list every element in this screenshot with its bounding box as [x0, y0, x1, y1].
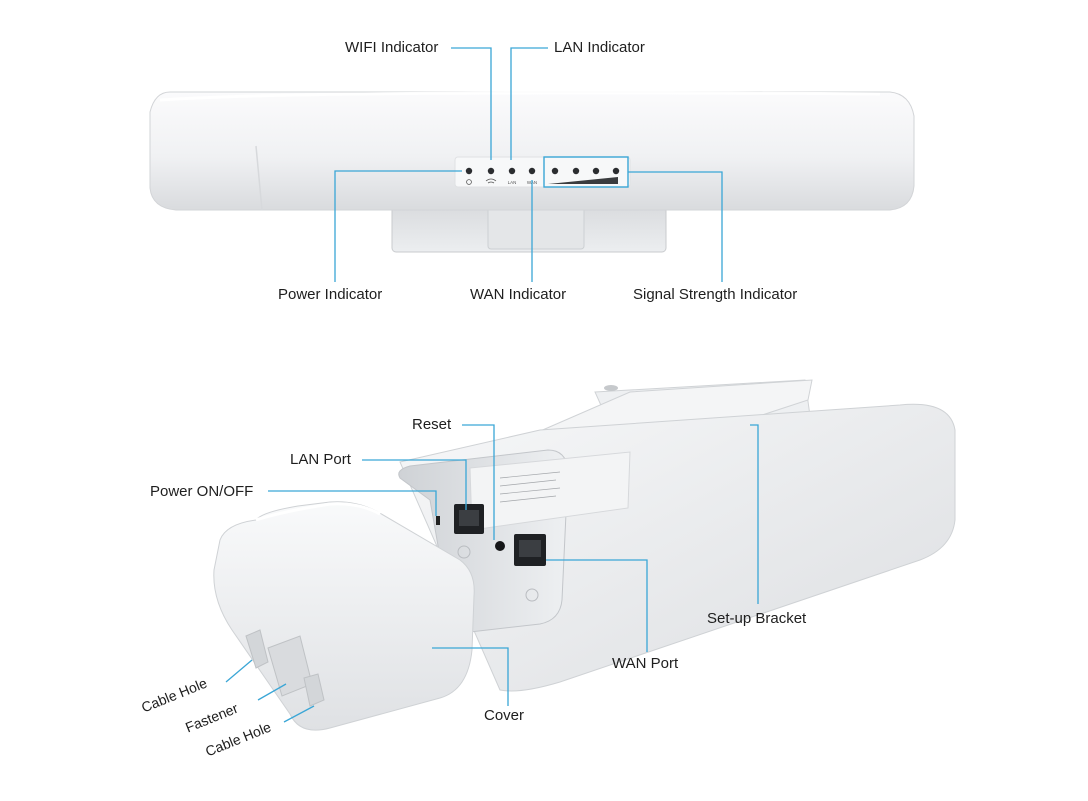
bottom-leader-lines [225, 424, 759, 723]
cable-hole-1-shape [245, 629, 269, 669]
power-symbol-icon [466, 179, 472, 185]
signal-led-3 [592, 167, 600, 175]
bottom-device [213, 379, 956, 731]
power-switch-label: Power ON/OFF [150, 483, 254, 500]
reset-button-icon [495, 541, 505, 551]
reset-label: Reset [412, 416, 452, 433]
top-leader-lines [334, 47, 723, 282]
sticker-lines [499, 471, 561, 503]
setup-bracket-label: Set-up Bracket [707, 610, 807, 627]
signal-led-2 [572, 167, 580, 175]
cable-hole-2-shape [303, 673, 325, 707]
wifi-led-icon [487, 167, 495, 175]
top-device: LAN WAN [149, 91, 915, 253]
wifi-symbol-icon [485, 178, 497, 184]
signal-wedge-icon [548, 177, 618, 184]
top-device-body [149, 91, 915, 211]
lan-indicator-label: LAN Indicator [554, 39, 645, 56]
power-led-icon [465, 167, 473, 175]
signal-led-4 [612, 167, 620, 175]
wan-indicator-label: WAN Indicator [470, 286, 567, 303]
lan-port-label: LAN Port [290, 451, 351, 468]
power-indicator-label: Power Indicator [278, 286, 383, 303]
signal-led-1 [551, 167, 559, 175]
led-dots [465, 167, 620, 175]
lan-panel-mark: LAN [508, 180, 517, 185]
signal-strength-indicator-label: Signal Strength Indicator [633, 286, 798, 303]
power-switch-icon [436, 516, 440, 525]
wifi-indicator-label: WIFI Indicator [345, 39, 439, 56]
wan-port-label: WAN Port [612, 655, 679, 672]
cover-label: Cover [484, 707, 525, 724]
lan-led-icon [508, 167, 516, 175]
wan-led-icon [528, 167, 536, 175]
